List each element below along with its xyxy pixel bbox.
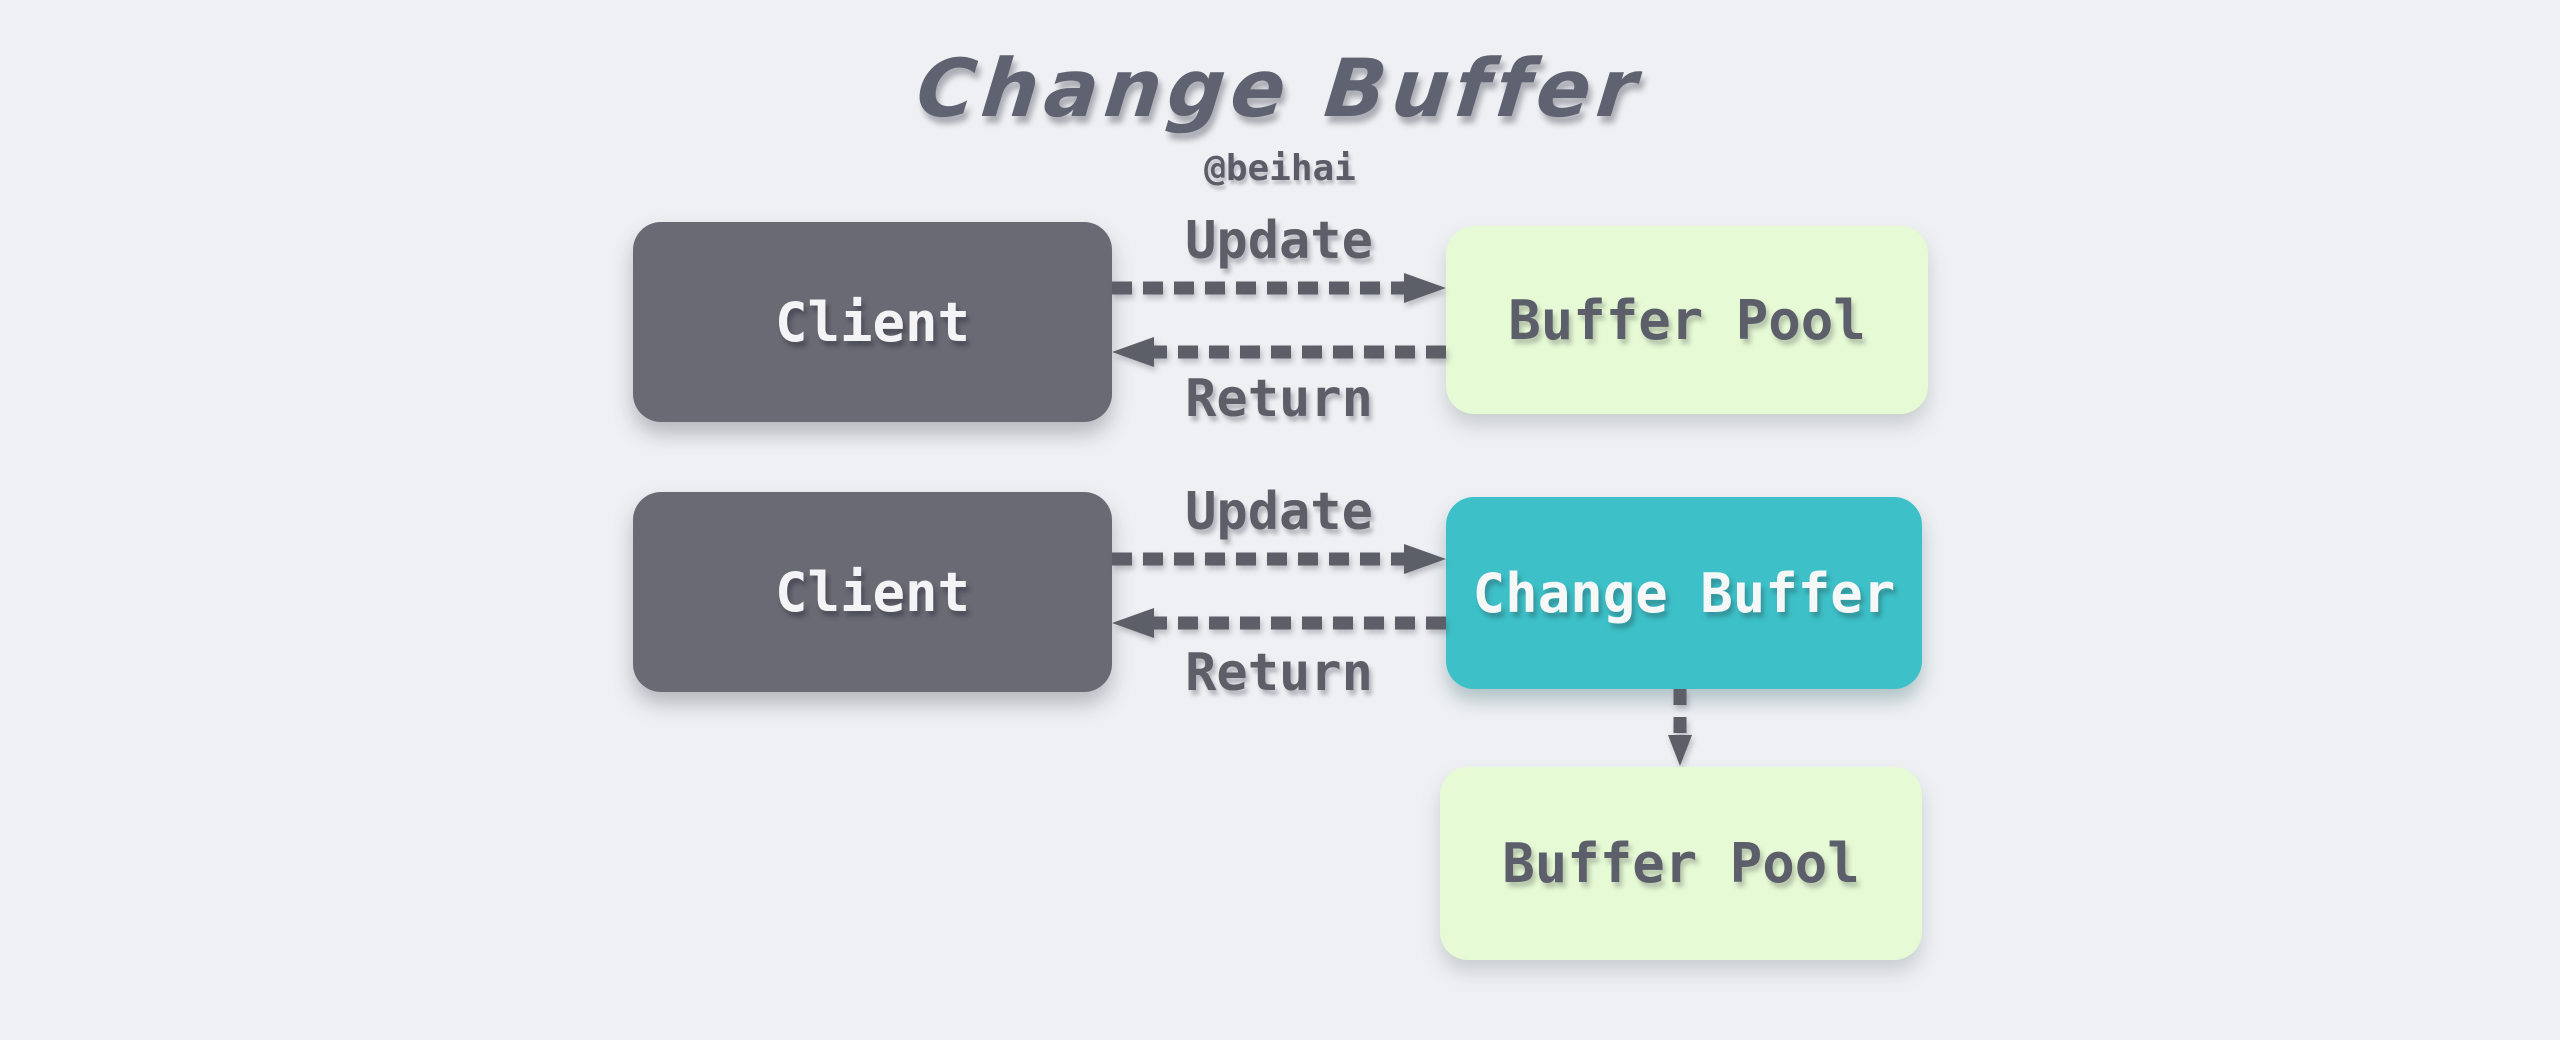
- diagram-title: Change Buffer: [912, 42, 1648, 135]
- buffer-pool-node-bottom: Buffer Pool: [1440, 767, 1922, 960]
- update-label-bottom: Update: [1185, 482, 1373, 542]
- client-node-top: Client: [633, 222, 1112, 422]
- buffer-pool-node-bottom-label: Buffer Pool: [1502, 832, 1860, 895]
- author-handle: @beihai: [1204, 148, 1356, 189]
- update-arrow-bottom: [1112, 544, 1446, 574]
- client-node-bottom: Client: [633, 492, 1112, 692]
- return-arrow-bottom: [1112, 608, 1446, 638]
- return-arrow-top: [1112, 337, 1446, 367]
- buffer-pool-node-top-label: Buffer Pool: [1508, 288, 1866, 352]
- merge-arrow-down: [1668, 689, 1692, 766]
- client-node-top-label: Client: [774, 290, 971, 354]
- client-node-bottom-label: Client: [774, 560, 971, 624]
- return-label-bottom: Return: [1185, 643, 1373, 703]
- return-label-top: Return: [1185, 369, 1373, 429]
- change-buffer-node-label: Change Buffer: [1472, 561, 1896, 625]
- update-label-top: Update: [1185, 211, 1373, 271]
- buffer-pool-node-top: Buffer Pool: [1446, 226, 1928, 414]
- update-arrow-top: [1112, 273, 1446, 303]
- change-buffer-node: Change Buffer: [1446, 497, 1922, 689]
